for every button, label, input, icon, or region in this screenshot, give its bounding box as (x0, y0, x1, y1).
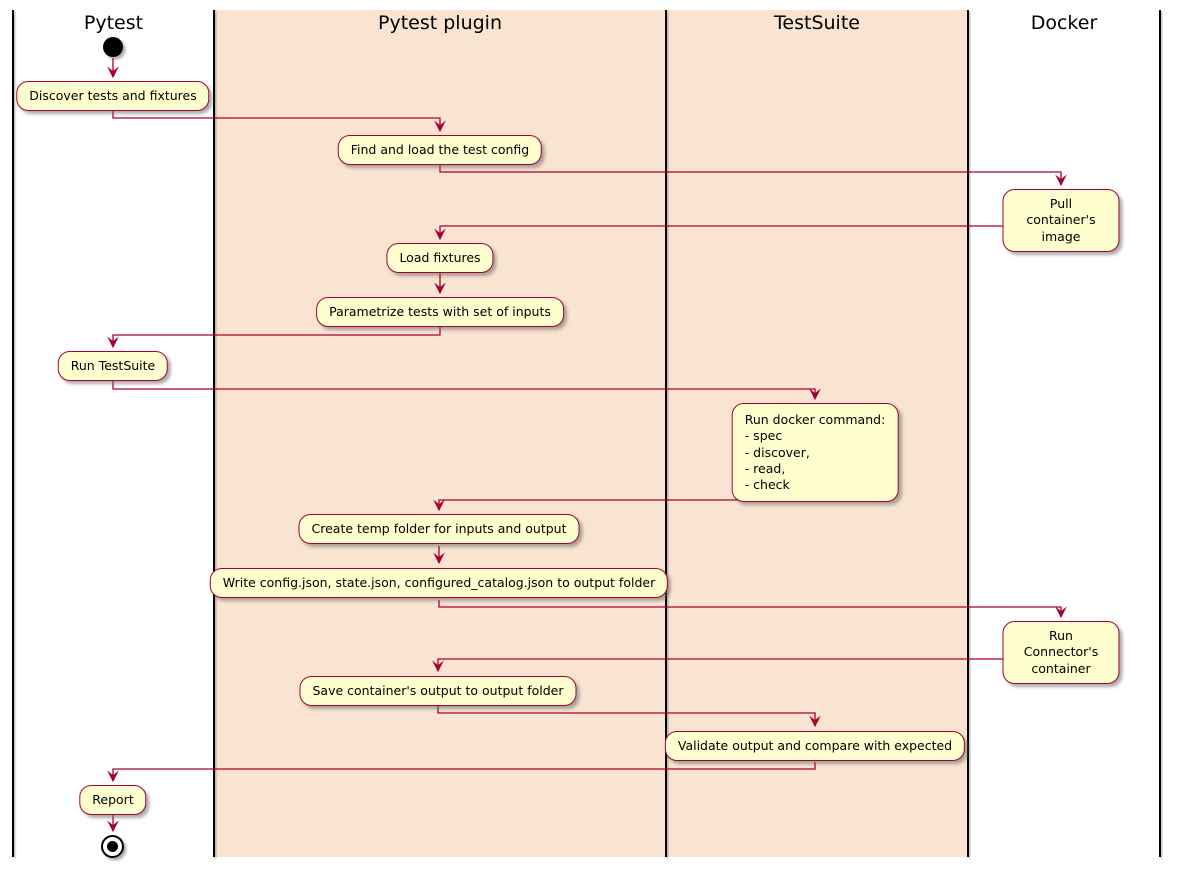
activity-run-docker-command: Run docker command: - spec - discover, -… (731, 403, 899, 503)
lane-divider (1159, 10, 1161, 857)
lane-title-docker: Docker (1030, 12, 1098, 34)
lane-title-pytest-plugin: Pytest plugin (378, 12, 502, 34)
activity-validate-output: Validate output and compare with expecte… (664, 731, 966, 762)
lane-title-testsuite: TestSuite (774, 12, 860, 34)
end-node-inner-dot (107, 841, 118, 852)
lane-divider (12, 10, 14, 857)
lane-title-pytest: Pytest (83, 12, 144, 34)
lane-divider (213, 10, 215, 857)
activity-create-temp-folder: Create temp folder for inputs and output (298, 514, 580, 545)
activity-run-testsuite: Run TestSuite (57, 351, 169, 382)
activity-find-config: Find and load the test config (337, 135, 543, 166)
activity-report: Report (79, 785, 147, 816)
start-node (103, 37, 123, 57)
end-node (101, 835, 124, 858)
activity-load-fixtures: Load fixtures (386, 243, 494, 274)
lane-divider (967, 10, 969, 857)
activity-pull-image: Pull container's image (1002, 189, 1120, 252)
lane-divider (665, 10, 667, 857)
activity-save-output: Save container's output to output folder (299, 676, 577, 707)
activity-write-configs: Write config.json, state.json, configure… (209, 568, 669, 599)
activity-parametrize-tests: Parametrize tests with set of inputs (316, 297, 564, 328)
activity-discover-tests: Discover tests and fixtures (16, 81, 210, 112)
activity-run-connector: Run Connector's container (1002, 621, 1120, 684)
